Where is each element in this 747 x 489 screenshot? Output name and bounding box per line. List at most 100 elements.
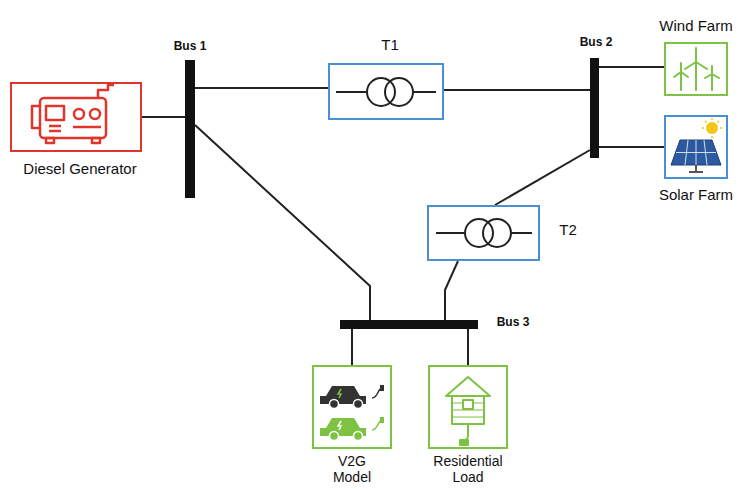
power-line <box>599 66 664 68</box>
transformer-winding <box>465 219 493 247</box>
panel-grid-line <box>696 140 697 165</box>
wind-farm-box: Wind Farm <box>664 42 728 96</box>
house-wall <box>452 396 484 424</box>
solar-farm-box: Solar Farm <box>664 115 728 179</box>
transformer-symbol <box>436 219 532 247</box>
power-line <box>351 329 353 365</box>
panel-grid-line <box>704 140 707 165</box>
power-line <box>495 150 590 205</box>
node-text: Bus 2 <box>580 35 613 49</box>
power-line <box>444 89 590 91</box>
winding-lead <box>511 232 532 234</box>
turbine-tower <box>695 62 697 90</box>
charge-bolt <box>338 389 341 398</box>
car-wheel <box>354 400 363 409</box>
node-text: T1 <box>381 36 399 53</box>
generator-icon <box>32 85 114 143</box>
power-line <box>195 125 370 320</box>
generator-vent <box>73 126 101 129</box>
generator-handle <box>32 106 40 128</box>
turbine-blade <box>696 62 707 69</box>
house-roof <box>446 377 490 396</box>
turbine-blade <box>711 66 713 74</box>
turbine-blade <box>680 63 682 72</box>
wind-turbine-icon <box>674 48 719 90</box>
house-window <box>463 400 473 409</box>
winding-lead <box>413 91 436 93</box>
turbine-blade <box>685 62 696 69</box>
load-box: Residential Load <box>428 365 508 449</box>
charge-plug <box>380 385 384 391</box>
charge-plug <box>380 417 384 423</box>
transformer-box: T1 <box>328 63 444 120</box>
turbine-blade <box>681 72 688 77</box>
turbine-blade <box>712 74 719 78</box>
node-label: Solar Farm <box>649 186 743 203</box>
transformer-winding <box>483 219 511 247</box>
turbine-tower <box>680 72 682 90</box>
power-line <box>599 146 664 148</box>
car-wheel <box>330 400 339 409</box>
node-text: Solar Farm <box>659 186 733 203</box>
power-plug <box>460 440 468 445</box>
turbine-blade <box>705 74 712 78</box>
sun-ray <box>720 127 722 129</box>
generator-box: Diesel Generator <box>10 82 142 152</box>
node-text: V2G Model <box>333 453 371 485</box>
node-label: Bus 2 <box>569 36 623 50</box>
house-icon <box>446 377 490 445</box>
panel-stand <box>695 165 697 172</box>
node-text: Residential Load <box>433 453 502 485</box>
generator-foot <box>46 138 54 143</box>
power-line <box>445 261 458 320</box>
charge-bolt <box>338 421 341 430</box>
panel-grid-line <box>685 140 688 165</box>
car-wheel <box>354 432 363 441</box>
transformer-symbol <box>336 78 436 106</box>
v2g-box: V2G Model <box>312 365 392 449</box>
generator-exhaust <box>98 85 114 98</box>
node-label: Bus 1 <box>163 40 217 54</box>
sun-ray <box>702 127 704 129</box>
node-label: V2G Model <box>322 453 382 485</box>
node-text: Diesel Generator <box>23 160 136 177</box>
generator-slot <box>49 125 61 128</box>
transformer-box: T2 <box>427 205 540 261</box>
bus-bar: Bus 3 <box>340 320 478 329</box>
brick-line <box>452 417 484 418</box>
transformer-winding <box>367 78 395 106</box>
panel-grid <box>676 140 716 165</box>
sun-ray <box>718 121 720 123</box>
node-label: T2 <box>548 221 588 238</box>
winding-lead <box>436 232 465 234</box>
car-wheel <box>330 432 339 441</box>
node-label: T1 <box>366 36 414 53</box>
node-label: Residential Load <box>418 453 518 485</box>
winding-lead <box>336 91 367 93</box>
turbine-blade <box>695 48 697 62</box>
sun-rays <box>702 118 722 138</box>
panel-base <box>689 171 703 173</box>
panel-face <box>671 140 721 165</box>
power-line <box>142 116 185 118</box>
transformer-winding <box>385 78 413 106</box>
power-line <box>467 329 469 365</box>
generator-panel <box>46 106 64 120</box>
sun-ray <box>711 136 713 138</box>
node-label: Diesel Generator <box>0 160 160 177</box>
node-text: Bus 1 <box>174 39 207 53</box>
sun-ray <box>705 121 707 123</box>
generator-body <box>40 98 106 138</box>
generator-slot <box>49 130 61 133</box>
generator-foot <box>92 138 100 143</box>
node-label: Bus 3 <box>486 316 540 330</box>
turbine-tower <box>711 74 713 90</box>
power-line <box>195 87 328 89</box>
bus-bar: Bus 2 <box>590 58 599 158</box>
generator-dial <box>90 109 100 119</box>
turbine-blade <box>674 72 681 77</box>
node-text: Wind Farm <box>659 17 732 34</box>
